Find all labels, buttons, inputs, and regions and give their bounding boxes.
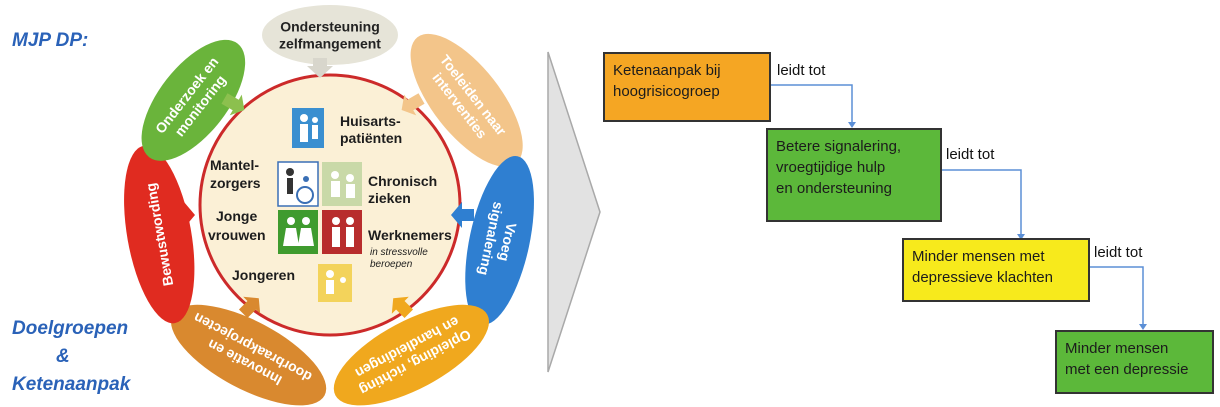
jongeren-label: Jongeren <box>232 267 295 283</box>
svg-text:patiënten: patiënten <box>340 130 402 146</box>
svg-text:Werknemers: Werknemers <box>368 227 452 243</box>
pictograms <box>277 108 362 302</box>
werknemers-label: Werknemers <box>368 227 452 243</box>
flow-box-2-line-2: vroegtijdige hulp <box>776 159 886 176</box>
segment-vroeg-signalering-shape <box>465 155 534 325</box>
chronisch-label-2: zieken <box>368 190 411 206</box>
segment-toeleiden-shape <box>410 33 523 167</box>
segment-ondersteuning-label: zelfmangement <box>279 36 381 52</box>
flow-box-2-line-1: Betere signalering, <box>776 138 902 155</box>
jongeren-icon <box>318 264 352 302</box>
arrow-right-icon <box>451 202 474 228</box>
svg-text:Chronisch: Chronisch <box>368 173 437 189</box>
svg-text:Jongeren: Jongeren <box>232 267 295 283</box>
segment-ondersteuning-shape <box>262 5 398 65</box>
mjp-dp-label: MJP DP: <box>12 30 89 51</box>
arrow-lower-right-icon <box>391 296 414 319</box>
flow-box-1: Ketenaanpak bij hoogrisicogroep <box>603 52 771 122</box>
svg-text:Mantel-: Mantel- <box>210 157 259 173</box>
mantelzorgers-label-1: Mantel- <box>210 157 259 173</box>
huisarts-label-1: Huisarts- <box>340 113 401 129</box>
flow-box-1-line-1: Ketenaanpak bij <box>613 62 721 79</box>
inward-arrows <box>172 58 474 319</box>
segment-ondersteuning-label: Ondersteuning <box>280 19 380 35</box>
arrow-lower-left-icon <box>238 296 261 319</box>
segment-bewustwording-shape <box>124 145 195 324</box>
svg-text:Huisarts-: Huisarts- <box>340 113 401 129</box>
svg-text:beroepen: beroepen <box>370 259 413 270</box>
flow-box-3-line-2: depressieve klachten <box>912 269 1053 286</box>
arrow-upper-right-icon <box>401 93 425 116</box>
flow-box-2: Betere signalering, vroegtijdige hulp en… <box>766 128 942 222</box>
arrow-left-icon <box>172 202 195 228</box>
svg-text:zieken: zieken <box>368 190 411 206</box>
svg-text:vrouwen: vrouwen <box>208 227 266 243</box>
werknemers-icon <box>322 210 362 254</box>
svg-text:zorgers: zorgers <box>210 175 261 191</box>
arrow-top-icon <box>307 58 333 78</box>
arrow-upper-left-icon <box>221 93 245 116</box>
svg-text:Jonge: Jonge <box>216 208 257 224</box>
segment-onderzoek-shape <box>141 39 246 161</box>
flow-box-2-line-3: en ondersteuning <box>776 180 892 197</box>
flow-box-4: Minder mensen met een depressie <box>1055 330 1214 394</box>
chevron-right-icon <box>547 51 601 373</box>
ketenaanpak-label: Ketenaanpak <box>12 374 131 395</box>
svg-text:in stressvolle: in stressvolle <box>370 247 428 258</box>
werknemers-sub-1: in stressvolle <box>370 247 428 258</box>
flow-box-3-line-1: Minder mensen met <box>912 248 1045 265</box>
connector-label-2: leidt tot <box>946 146 995 163</box>
ampersand-label: & <box>56 346 70 367</box>
mantelzorgers-label-2: zorgers <box>210 175 261 191</box>
huisarts-label-2: patiënten <box>340 130 402 146</box>
segment-bewustwording: Bewustwording <box>124 145 195 324</box>
chronisch-zieken-icon <box>322 162 362 206</box>
chronisch-label-1: Chronisch <box>368 173 437 189</box>
flow-box-3: Minder mensen met depressieve klachten <box>902 238 1090 302</box>
segment-vroeg-signalering-label: Vroeg <box>496 221 520 262</box>
flow-box-4-line-2: met een depressie <box>1065 361 1189 378</box>
doelgroepen-label: Doelgroepen <box>12 318 129 339</box>
werknemers-sub-2: beroepen <box>370 259 413 270</box>
jonge-vrouwen-label-1: Jonge <box>216 208 257 224</box>
segment-opleiding-shape <box>333 304 489 406</box>
jonge-vrouwen-label-2: vrouwen <box>208 227 266 243</box>
connector-label-1: leidt tot <box>777 62 826 79</box>
segment-innovatie-shape <box>171 304 327 406</box>
flow-box-4-line-1: Minder mensen <box>1065 340 1169 357</box>
connector-label-3: leidt tot <box>1094 244 1143 261</box>
flow-box-1-line-2: hoogrisicogroep <box>613 83 720 100</box>
